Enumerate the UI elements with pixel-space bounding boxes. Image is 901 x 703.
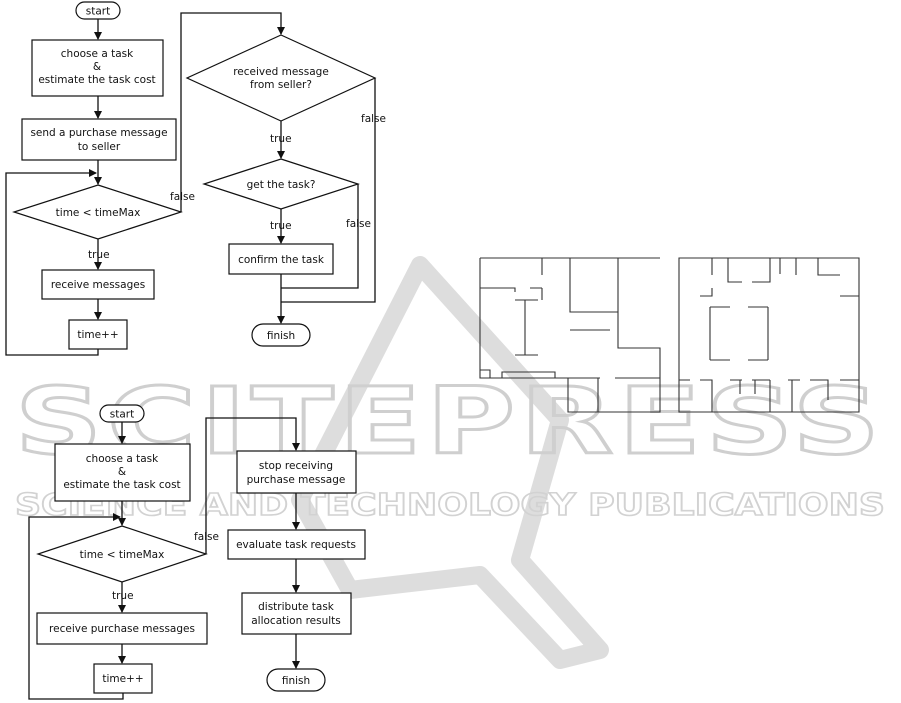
start-label: start xyxy=(86,6,110,18)
start-label: start xyxy=(110,409,134,421)
choose-task-line3: estimate the task cost xyxy=(38,74,155,86)
choose-task-line1: choose a task xyxy=(86,453,159,465)
time-increment-label: time++ xyxy=(77,329,118,341)
edge-true-loop: true xyxy=(112,590,134,602)
send-purchase-box xyxy=(21,118,177,161)
finish-label: finish xyxy=(267,330,295,342)
edge-false-loop: false xyxy=(170,191,195,203)
evaluate-box xyxy=(227,529,366,560)
send-purchase-line1: send a purchase message xyxy=(30,127,167,139)
send-purchase-line2: to seller xyxy=(78,141,121,153)
choose-task-box xyxy=(54,443,191,502)
stop-receiving-box xyxy=(236,450,357,494)
loop-condition-label: time < timeMax xyxy=(80,549,165,561)
get-task-label: get the task? xyxy=(247,179,316,191)
stop-receiving-line2: purchase message xyxy=(247,474,346,486)
edge-true-loop: true xyxy=(88,249,110,261)
distribute-line2: allocation results xyxy=(251,615,341,627)
loop-condition-label: time < timeMax xyxy=(56,207,141,219)
edge-false-get-task: false xyxy=(346,218,371,230)
watermark-logo-shape xyxy=(291,256,609,669)
distribute-line1: distribute task xyxy=(258,601,335,613)
choose-task-line3: estimate the task cost xyxy=(63,479,180,491)
evaluate-label: evaluate task requests xyxy=(236,539,356,551)
received-from-seller-line2: from seller? xyxy=(250,79,312,91)
finish-label: finish xyxy=(282,675,310,687)
time-increment-label: time++ xyxy=(102,673,143,685)
receive-purchase-label: receive purchase messages xyxy=(49,623,195,635)
receive-messages-label: receive messages xyxy=(51,279,145,291)
received-from-seller-diamond xyxy=(185,34,377,122)
choose-task-line1: choose a task xyxy=(61,48,134,60)
edge-true-get-task: true xyxy=(270,220,292,232)
time-increment-box xyxy=(68,319,128,350)
finish-terminal xyxy=(251,323,311,347)
choose-task-line2: & xyxy=(118,466,126,478)
flowchart-buyer: start choose a task & estimate the task … xyxy=(5,1,386,356)
floor-plan-left xyxy=(479,257,661,413)
receive-purchase-box xyxy=(36,612,208,645)
time-increment-box xyxy=(93,663,153,694)
received-from-seller-line1: received message xyxy=(233,66,329,78)
edge-true-received: true xyxy=(270,133,292,145)
edge-false-loop: false xyxy=(194,531,219,543)
floor-plan-right xyxy=(678,257,860,413)
flowchart-seller: start choose a task & estimate the task … xyxy=(28,404,366,700)
stop-receiving-line1: stop receiving xyxy=(259,460,333,472)
edge-false-received: false xyxy=(361,113,386,125)
confirm-task-label: confirm the task xyxy=(238,254,325,266)
finish-terminal xyxy=(266,668,326,692)
distribute-box xyxy=(241,592,352,635)
choose-task-line2: & xyxy=(93,61,101,73)
choose-task-box xyxy=(31,39,164,97)
